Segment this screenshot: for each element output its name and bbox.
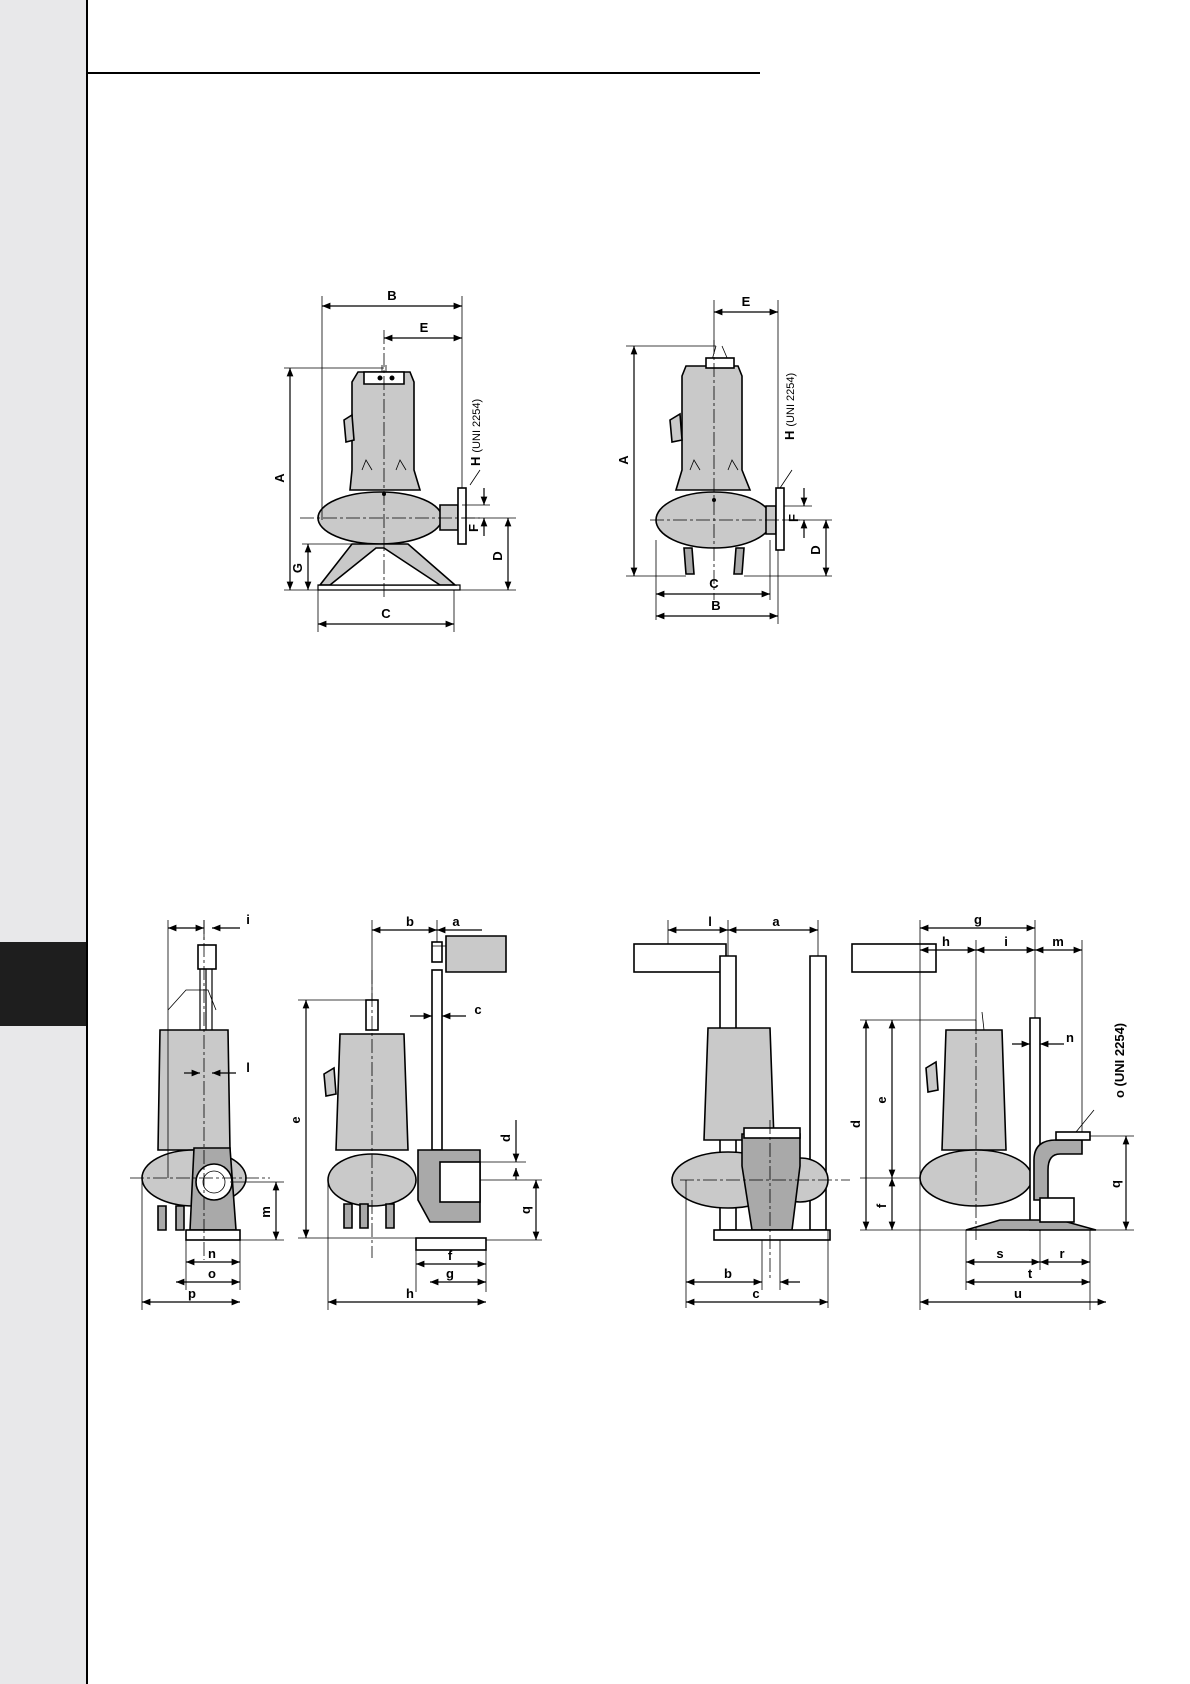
dim-i: i	[246, 912, 250, 927]
dim-D: D	[808, 545, 823, 554]
figure-3-side-view	[324, 936, 506, 1258]
dim-f: f	[874, 1203, 889, 1208]
dim-C: C	[709, 576, 719, 591]
dim-d: d	[848, 1120, 863, 1128]
dim-t: t	[1028, 1266, 1033, 1281]
dim-E: E	[420, 320, 429, 335]
flange-o-label: o (UNI 2254)	[1112, 1023, 1127, 1098]
dim-E: E	[742, 294, 751, 309]
flange-H-label: H(UNI 2254)	[468, 399, 483, 466]
dim-d: d	[498, 1134, 513, 1142]
dim-o: o	[208, 1266, 216, 1281]
dim-h: h	[942, 934, 950, 949]
dim-h: h	[406, 1286, 414, 1301]
dim-B: B	[711, 598, 720, 613]
dim-B: B	[387, 288, 396, 303]
dim-e: e	[874, 1096, 889, 1103]
dim-s: s	[996, 1246, 1003, 1261]
dim-l: l	[246, 1060, 250, 1075]
dim-q: q	[518, 1206, 533, 1214]
dim-n: n	[1066, 1030, 1074, 1045]
dim-e: e	[288, 1116, 303, 1123]
figure-3-front-view	[130, 920, 270, 1260]
dim-A: A	[272, 473, 287, 483]
dim-q: q	[1108, 1180, 1123, 1188]
dim-p: p	[188, 1286, 196, 1301]
dim-i: i	[1004, 934, 1008, 949]
dim-D: D	[490, 551, 505, 560]
dim-f: f	[448, 1248, 453, 1263]
dim-c: c	[752, 1286, 759, 1301]
dim-n: n	[208, 1246, 216, 1261]
dim-r: r	[1059, 1246, 1064, 1261]
dim-F: F	[466, 524, 481, 532]
dim-g: g	[446, 1266, 454, 1281]
dim-G: G	[290, 563, 305, 573]
dim-A: A	[616, 455, 631, 465]
dim-m: m	[1052, 934, 1064, 949]
dim-g: g	[974, 912, 982, 927]
dim-m: m	[258, 1206, 273, 1218]
dim-F: F	[786, 514, 801, 522]
dim-a: a	[772, 914, 780, 929]
figure-2-feet-pump	[650, 340, 800, 600]
dim-b: b	[406, 914, 414, 929]
flange-H-label: H(UNI 2254)	[782, 373, 797, 440]
dim-l: l	[708, 914, 712, 929]
figure-1-stand-pump	[300, 330, 480, 600]
dim-b: b	[724, 1266, 732, 1281]
dim-C: C	[381, 606, 391, 621]
dim-a: a	[452, 914, 460, 929]
figure-4-side-view	[920, 1012, 1096, 1240]
dim-c: c	[474, 1002, 481, 1017]
dim-u: u	[1014, 1286, 1022, 1301]
